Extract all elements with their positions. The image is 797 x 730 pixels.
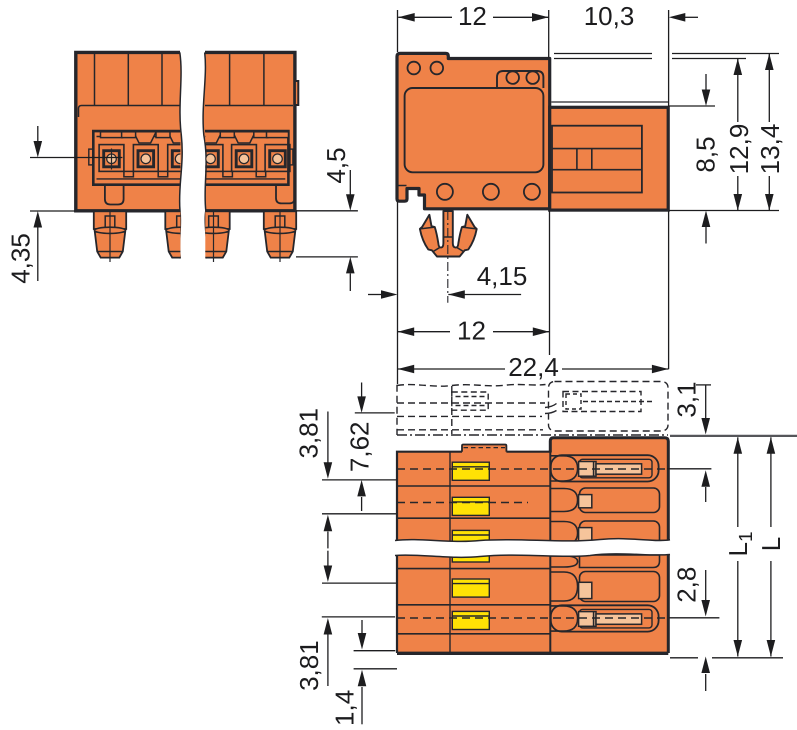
svg-text:3,81: 3,81 [293, 408, 323, 459]
svg-text:13,4: 13,4 [755, 124, 785, 175]
svg-text:12: 12 [457, 315, 486, 345]
svg-text:4,15: 4,15 [477, 261, 528, 291]
svg-text:8,5: 8,5 [691, 136, 721, 172]
svg-text:7,62: 7,62 [344, 421, 374, 472]
svg-text:1,4: 1,4 [329, 690, 359, 726]
svg-text:4,35: 4,35 [5, 233, 35, 284]
svg-text:3,1: 3,1 [671, 381, 701, 417]
svg-text:10,3: 10,3 [584, 1, 635, 31]
svg-text:22,4: 22,4 [508, 352, 559, 382]
svg-text:4,5: 4,5 [321, 147, 351, 183]
svg-text:2,8: 2,8 [672, 567, 702, 603]
svg-text:12: 12 [458, 1, 487, 31]
svg-text:L1: L1 [723, 531, 757, 556]
svg-text:L: L [756, 537, 786, 551]
svg-text:3,81: 3,81 [294, 640, 324, 691]
svg-text:12,9: 12,9 [724, 124, 754, 175]
